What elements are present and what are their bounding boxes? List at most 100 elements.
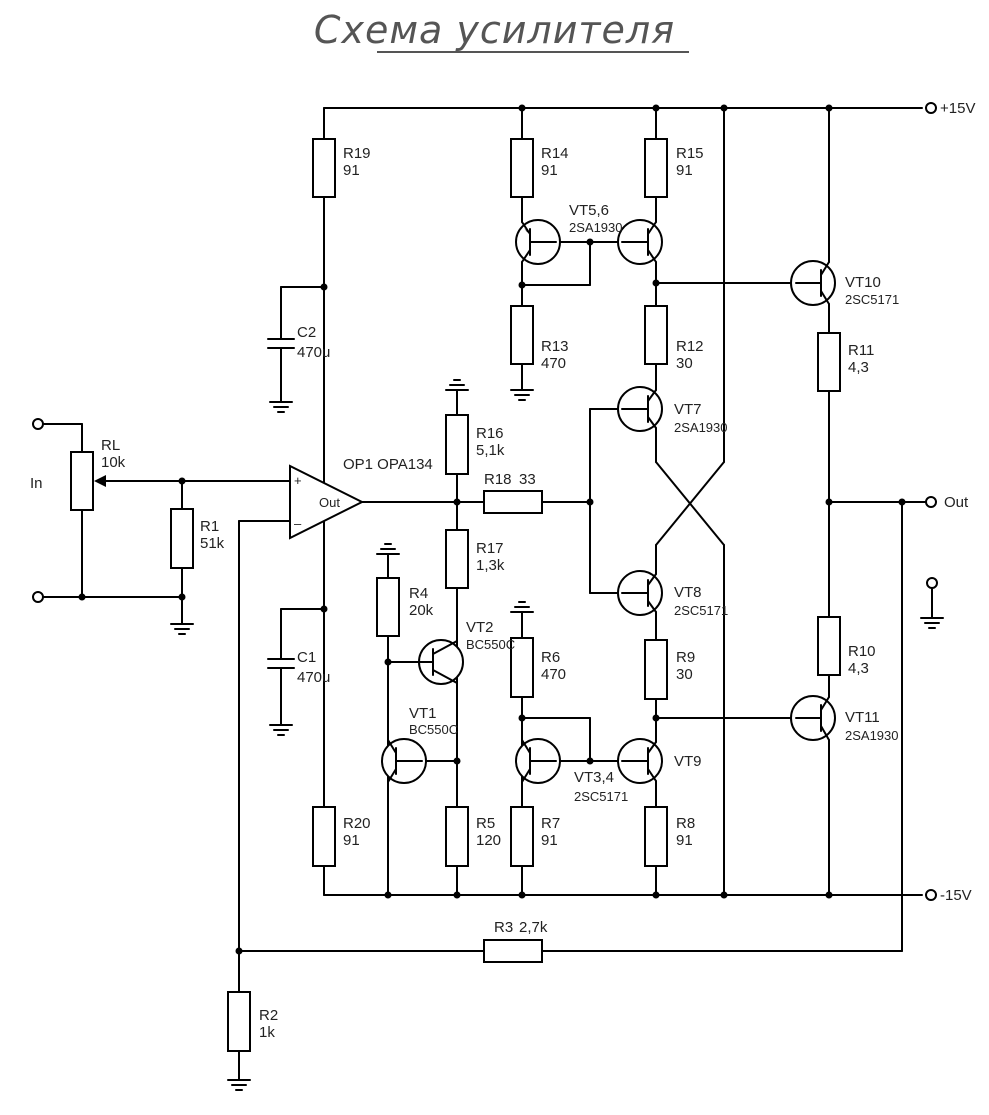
rl-ref: RL [101, 437, 120, 454]
r2-ref: R2 [259, 1007, 278, 1024]
resistor-r19 [312, 138, 336, 198]
opamp-label: OP1 OPA134 [343, 456, 433, 473]
resistor-r7 [510, 806, 534, 867]
resistor-r17 [445, 529, 469, 589]
r7-ref: R7 [541, 815, 560, 832]
r12-ref: R12 [676, 338, 704, 355]
rl-wiper-arrow [94, 475, 106, 487]
r19-ref: R19 [343, 145, 371, 162]
r18-value: 33 [519, 471, 536, 488]
r19-value: 91 [343, 162, 360, 179]
terminal-vplus-label: +15V [940, 100, 975, 117]
resistor-r4 [376, 577, 400, 637]
r3-ref: R3 [494, 919, 513, 936]
transistors [381, 219, 836, 784]
resistor-r20 [312, 806, 336, 867]
resistor-r9 [644, 639, 668, 700]
r7-value: 91 [541, 832, 558, 849]
r4-ref: R4 [409, 585, 428, 602]
r6-value: 470 [541, 666, 566, 683]
r5-value: 120 [476, 832, 501, 849]
opamp-out-pin-label: Out [319, 495, 340, 510]
vt34-part: 2SC5171 [574, 789, 628, 804]
c2-value: 470u [297, 344, 330, 361]
vt7-ref: VT7 [674, 401, 702, 418]
r1-ref: R1 [200, 518, 219, 535]
vt7-part: 2SA1930 [674, 420, 728, 435]
resistor-r1 [170, 508, 194, 569]
r17-ref: R17 [476, 540, 504, 557]
vt56-ref: VT5,6 [569, 202, 609, 219]
resistor-r11 [817, 332, 841, 392]
resistor-rl [70, 451, 94, 511]
terminals [32, 102, 938, 901]
vt2-ref: VT2 [466, 619, 494, 636]
vt9-ref: VT9 [674, 753, 702, 770]
r20-ref: R20 [343, 815, 371, 832]
r14-ref: R14 [541, 145, 569, 162]
resistor-r6 [510, 637, 534, 698]
r13-ref: R13 [541, 338, 569, 355]
r8-value: 91 [676, 832, 693, 849]
c1-value: 470u [297, 669, 330, 686]
rl-value: 10k [101, 454, 126, 471]
terminal-in-label: In [30, 475, 43, 492]
r13-value: 470 [541, 355, 566, 372]
vt10-part: 2SC5171 [845, 292, 899, 307]
vt34-ref: VT3,4 [574, 769, 614, 786]
resistor-r15 [644, 138, 668, 198]
r16-ref: R16 [476, 425, 504, 442]
r10-ref: R10 [848, 643, 876, 660]
r10-value: 4,3 [848, 660, 869, 677]
opamp-symbol [289, 464, 365, 540]
c2-ref: C2 [297, 324, 316, 341]
r12-value: 30 [676, 355, 693, 372]
r20-value: 91 [343, 832, 360, 849]
opamp-minus-pin-label: – [294, 516, 302, 531]
terminal-vminus-label: -15V [940, 887, 972, 904]
vt10-ref: VT10 [845, 274, 881, 291]
r16-value: 5,1k [476, 442, 505, 459]
resistor-r14 [510, 138, 534, 198]
r1-value: 51k [200, 535, 225, 552]
r17-value: 1,3k [476, 557, 505, 574]
r2-value: 1k [259, 1024, 275, 1041]
terminal-out-label: Out [944, 494, 969, 511]
r14-value: 91 [541, 162, 558, 179]
opamp-plus-pin-label: + [294, 473, 302, 488]
diagram-title: Схема усилителя [313, 8, 676, 52]
r18-ref: R18 [484, 471, 512, 488]
vt56-part: 2SA1930 [569, 220, 623, 235]
r15-value: 91 [676, 162, 693, 179]
capacitors [267, 338, 295, 669]
resistor-r8 [644, 806, 668, 867]
vt1-ref: VT1 [409, 705, 437, 722]
r3-value: 2,7k [519, 919, 548, 936]
r5-ref: R5 [476, 815, 495, 832]
resistor-r18 [483, 490, 543, 514]
resistor-r3 [483, 939, 543, 963]
r11-ref: R11 [848, 342, 874, 359]
c1-ref: C1 [297, 649, 316, 666]
r11-value: 4,3 [848, 359, 869, 376]
r6-ref: R6 [541, 649, 560, 666]
vt11-part: 2SA1930 [845, 728, 899, 743]
vt1-part: BC550C [409, 722, 458, 737]
resistor-r12 [644, 305, 668, 365]
labels: +15V -15V Out In OP1 OPA134 Out + – R19 … [30, 100, 975, 1041]
vt8-part: 2SC5171 [674, 603, 728, 618]
wires [43, 107, 933, 1081]
r9-value: 30 [676, 666, 693, 683]
resistor-r5 [445, 806, 469, 867]
vt11-ref: VT11 [845, 709, 880, 726]
resistor-r10 [817, 616, 841, 676]
title-underline [377, 51, 689, 53]
resistor-r2 [227, 991, 251, 1052]
r15-ref: R15 [676, 145, 704, 162]
vt2-part: BC550C [466, 637, 515, 652]
resistor-r13 [510, 305, 534, 365]
r9-ref: R9 [676, 649, 695, 666]
junction-dots [78, 104, 906, 955]
r4-value: 20k [409, 602, 434, 619]
